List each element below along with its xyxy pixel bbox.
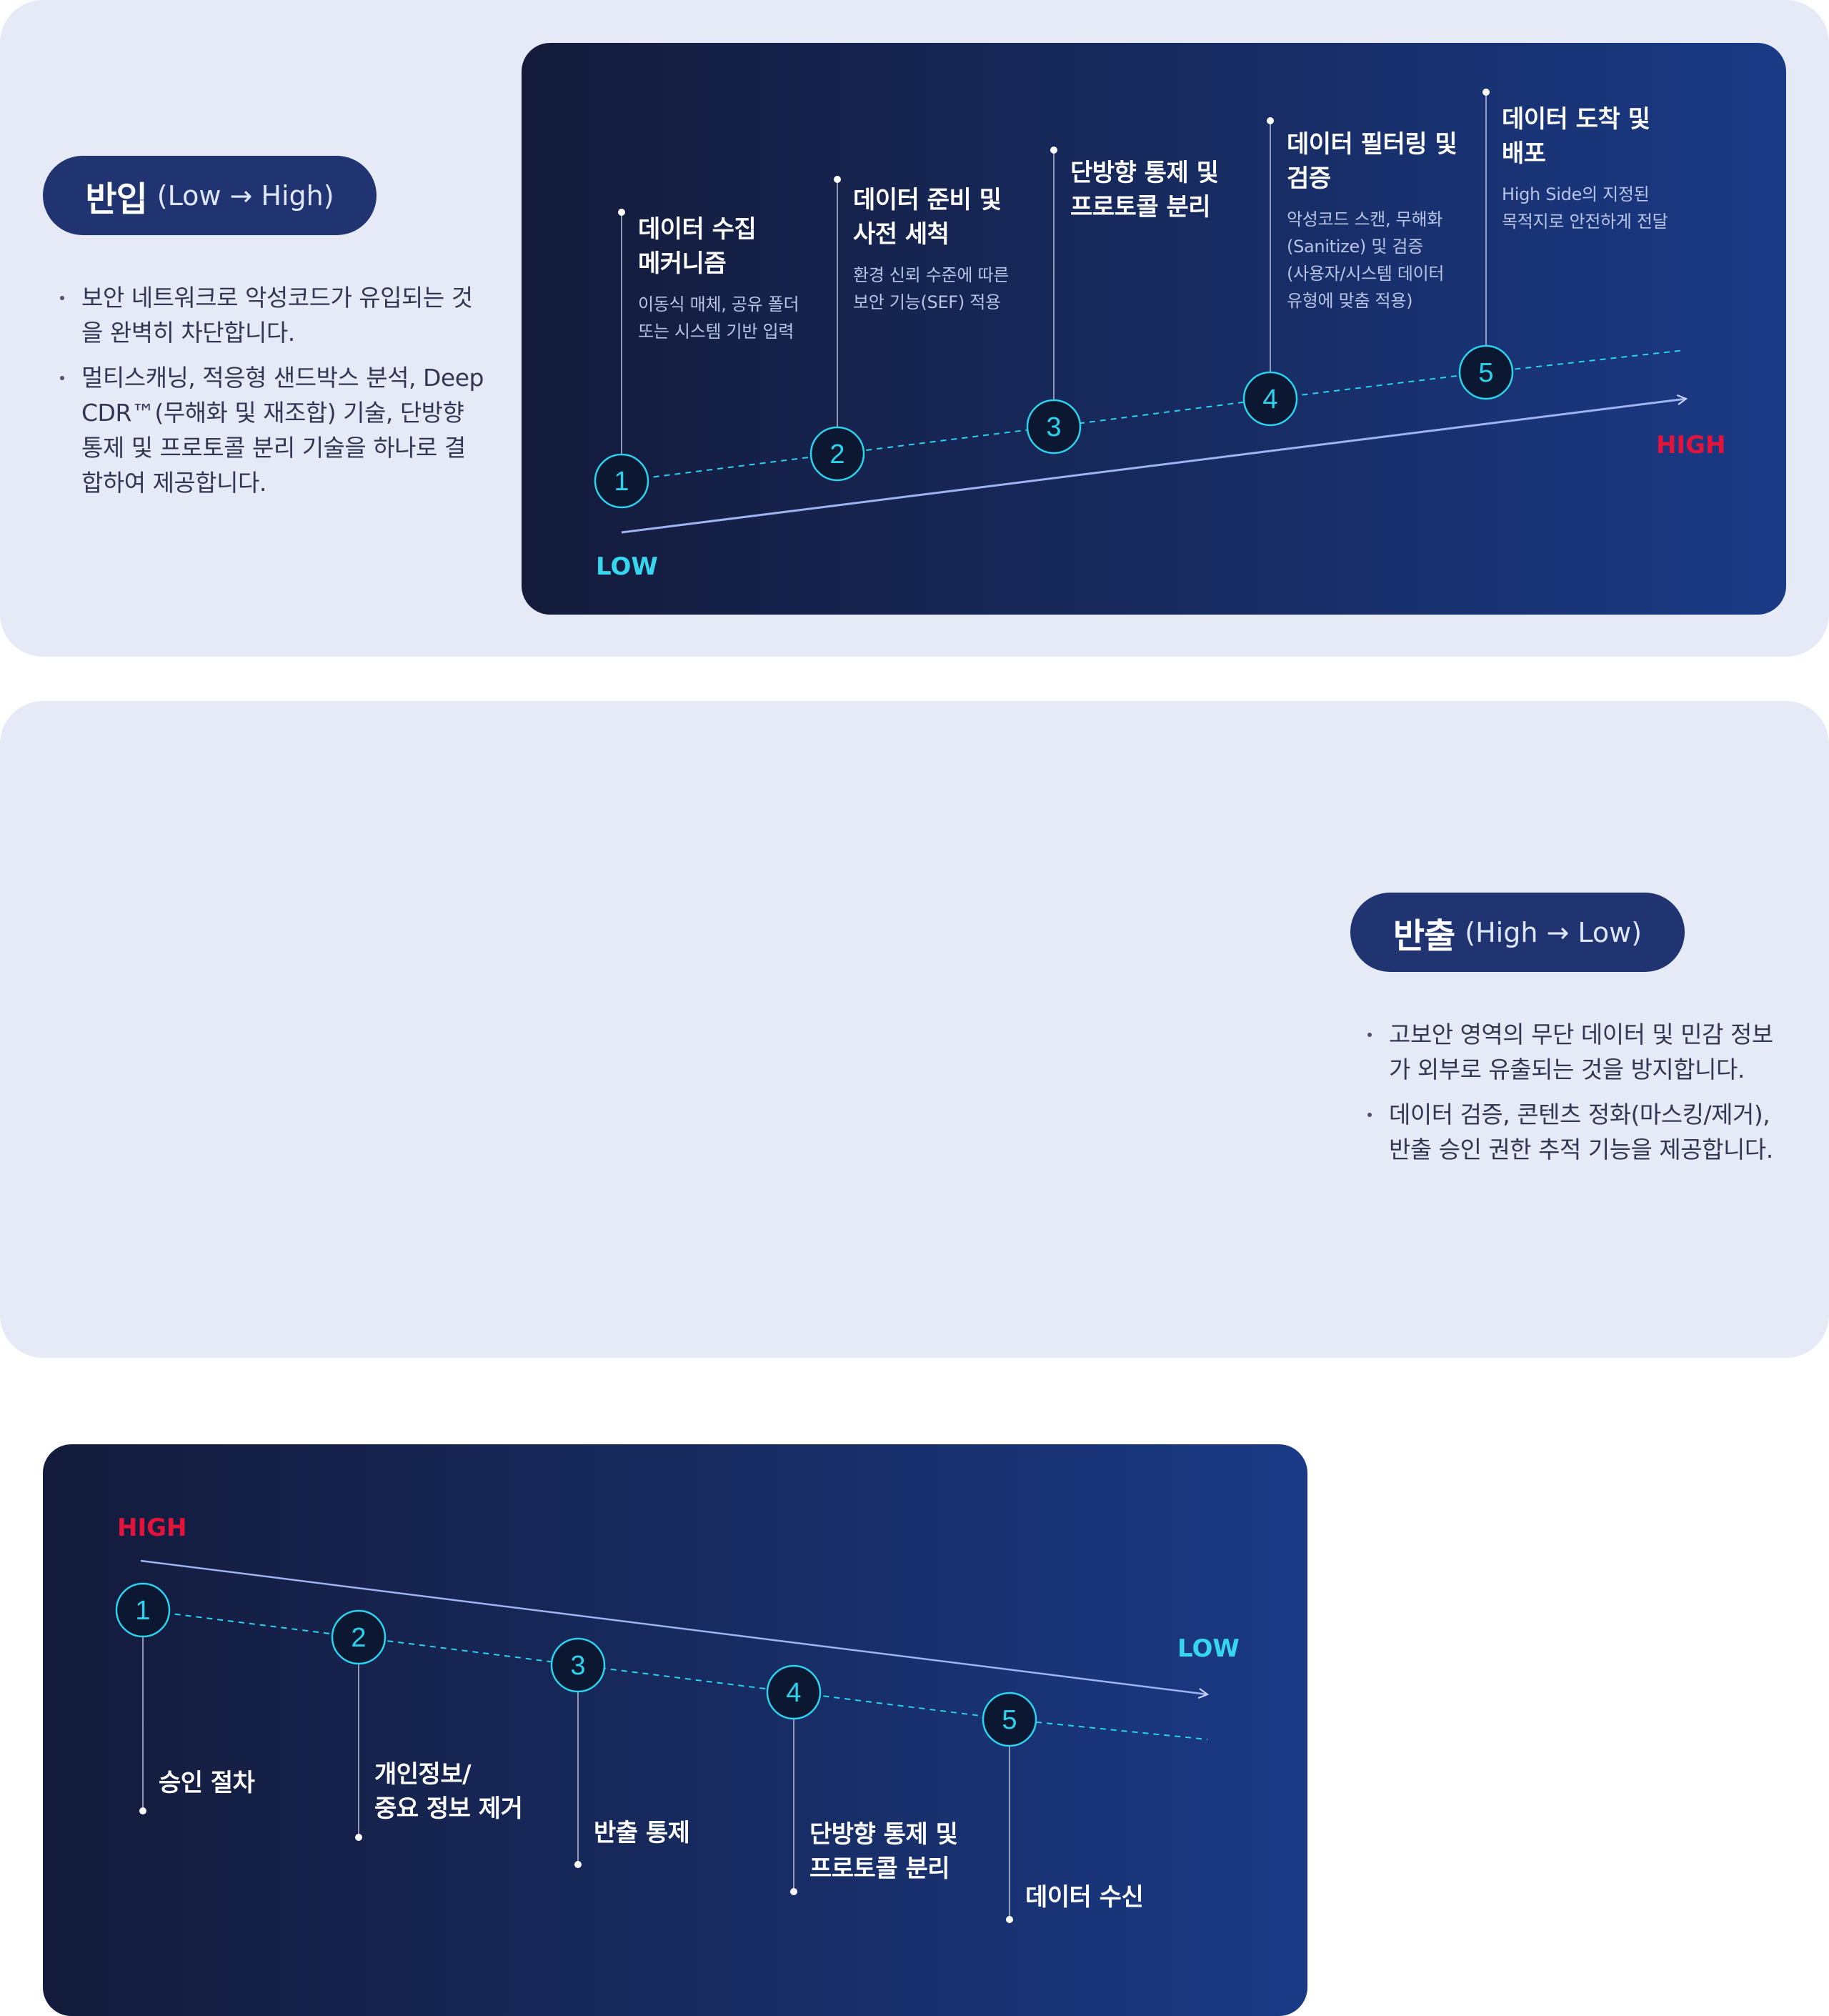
- inbound-dashed-connector: [621, 349, 1685, 482]
- outbound-high-label: HIGH: [117, 1514, 187, 1542]
- leader-dot: [790, 1888, 797, 1895]
- outbound-title: 반출: [1392, 915, 1455, 956]
- outbound-trend-arrow: [140, 1559, 1210, 1699]
- outbound-step-4: 단방향 통제 및 프로토콜 분리: [809, 1817, 995, 1886]
- step-number: 3: [570, 1651, 585, 1681]
- inbound-step-2: 데이터 준비 및 사전 세척 환경 신뢰 수준에 따른 보안 기능(SEF) 적…: [853, 183, 1046, 316]
- inbound-leader-dots: [618, 89, 1490, 216]
- step-number: 1: [135, 1596, 150, 1626]
- step-number: 5: [1002, 1705, 1017, 1735]
- outbound-step-1: 승인 절차: [159, 1766, 344, 1800]
- outbound-step-node-2: 2: [331, 1609, 387, 1665]
- inbound-leader-lines: [621, 92, 1487, 455]
- outbound-bullet: 고보안 영역의 무단 데이터 및 민감 정보가 외부로 유출되는 것을 방지합니…: [1365, 1017, 1793, 1087]
- step-title: 데이터 수집 메커니즘: [638, 215, 757, 278]
- outbound-step-node-5: 5: [982, 1692, 1037, 1747]
- outbound-step-3: 반출 통제: [594, 1816, 779, 1850]
- inbound-flow-diagram: 1 2 3 4 5 데이터 수집 메커니즘 이동식 매체, 공유 폴더 또는 시…: [522, 43, 1786, 615]
- leader-dot: [1267, 117, 1274, 124]
- leader-dot: [1050, 147, 1057, 154]
- step-number: 2: [829, 440, 844, 470]
- inbound-title-badge: 반입 (Low → High): [43, 156, 377, 235]
- leader-dot: [618, 209, 625, 216]
- step-title: 단방향 통제 및 프로토콜 분리: [809, 1820, 958, 1883]
- step-description: 악성코드 스캔, 무해화 (Sanitize) 및 검증 (사용자/시스템 데이…: [1287, 209, 1445, 311]
- inbound-bullet: 멀티스캐닝, 적응형 샌드박스 분석, Deep CDR™(무해화 및 재조합)…: [57, 360, 486, 500]
- step-title: 데이터 도착 및 배포: [1502, 105, 1650, 168]
- outbound-diagram-graphics: 1 2 3 4 5: [115, 1559, 1210, 1923]
- outbound-bullet: 데이터 검증, 콘텐츠 정화(마스킹/제거), 반출 승인 권한 추적 기능을 …: [1365, 1097, 1793, 1167]
- step-title: 데이터 필터링 및 검증: [1287, 130, 1457, 193]
- inbound-low-label: LOW: [596, 552, 658, 581]
- inbound-step-5: 데이터 도착 및 배포 High Side의 지정된 목적지로 안전하게 전달: [1502, 102, 1695, 235]
- outbound-flow-diagram: 1 2 3 4 5 승인 절차 개인정보/ 중요 정보 제거: [43, 1444, 1307, 2016]
- step-description: High Side의 지정된 목적지로 안전하게 전달: [1502, 184, 1668, 232]
- step-title: 단방향 통제 및 프로토콜 분리: [1070, 159, 1219, 222]
- step-title: 반출 통제: [594, 1819, 690, 1847]
- inbound-step-node-1: 1: [594, 453, 649, 509]
- step-title: 승인 절차: [159, 1769, 255, 1797]
- inbound-high-label: HIGH: [1656, 431, 1726, 460]
- leader-dot: [139, 1807, 146, 1814]
- leader-dot: [355, 1834, 362, 1841]
- inbound-step-node-2: 2: [809, 426, 865, 482]
- step-title: 데이터 수신: [1025, 1883, 1144, 1912]
- step-description: 환경 신뢰 수준에 따른 보안 기능(SEF) 적용: [853, 265, 1010, 312]
- inbound-title: 반입: [85, 179, 147, 219]
- step-number: 2: [351, 1623, 366, 1653]
- inbound-trend-arrow: [621, 394, 1688, 534]
- step-number: 4: [786, 1678, 801, 1708]
- outbound-step-2: 개인정보/ 중요 정보 제거: [374, 1757, 560, 1826]
- step-number: 4: [1262, 384, 1277, 414]
- inbound-step-node-3: 3: [1026, 399, 1082, 455]
- inbound-step-node-5: 5: [1458, 344, 1514, 400]
- inbound-subtitle: (Low → High): [156, 179, 334, 212]
- outbound-title-badge: 반출 (High → Low): [1350, 893, 1685, 972]
- inbound-description-list: 보안 네트워크로 악성코드가 유입되는 것을 완벽히 차단합니다. 멀티스캐닝,…: [57, 280, 486, 510]
- leader-dot: [1006, 1916, 1013, 1923]
- outbound-step-node-1: 1: [115, 1582, 171, 1638]
- leader-dot: [834, 176, 841, 183]
- outbound-subtitle: (High → Low): [1465, 916, 1643, 948]
- inbound-diagram-graphics: 1 2 3 4 5: [594, 89, 1688, 534]
- step-number: 3: [1046, 412, 1061, 442]
- outbound-description-list: 고보안 영역의 무단 데이터 및 민감 정보가 외부로 유출되는 것을 방지합니…: [1365, 1017, 1793, 1177]
- step-description: 이동식 매체, 공유 폴더 또는 시스템 기반 입력: [638, 294, 799, 342]
- step-number: 1: [614, 467, 629, 497]
- outbound-low-label: LOW: [1177, 1634, 1240, 1663]
- outbound-step-node-3: 3: [550, 1637, 606, 1693]
- leader-dot: [574, 1861, 582, 1868]
- outbound-step-node-4: 4: [766, 1664, 822, 1720]
- leader-dot: [1482, 89, 1490, 96]
- step-title: 데이터 준비 및 사전 세척: [853, 186, 1002, 249]
- step-number: 5: [1478, 358, 1493, 388]
- inbound-step-3: 단방향 통제 및 프로토콜 분리: [1070, 156, 1263, 224]
- inbound-bullet: 보안 네트워크로 악성코드가 유입되는 것을 완벽히 차단합니다.: [57, 280, 486, 350]
- inbound-step-1: 데이터 수집 메커니즘 이동식 매체, 공유 폴더 또는 시스템 기반 입력: [638, 212, 831, 345]
- inbound-step-node-4: 4: [1242, 371, 1298, 427]
- step-title: 개인정보/ 중요 정보 제거: [374, 1760, 523, 1823]
- outbound-section: 1 2 3 4 5 승인 절차 개인정보/ 중요 정보 제거: [0, 701, 1829, 2016]
- inbound-step-4: 데이터 필터링 및 검증 악성코드 스캔, 무해화 (Sanitize) 및 검…: [1287, 127, 1480, 314]
- inbound-section: 반입 (Low → High) 보안 네트워크로 악성코드가 유입되는 것을 완…: [0, 0, 1829, 657]
- outbound-step-5: 데이터 수신: [1025, 1880, 1211, 1915]
